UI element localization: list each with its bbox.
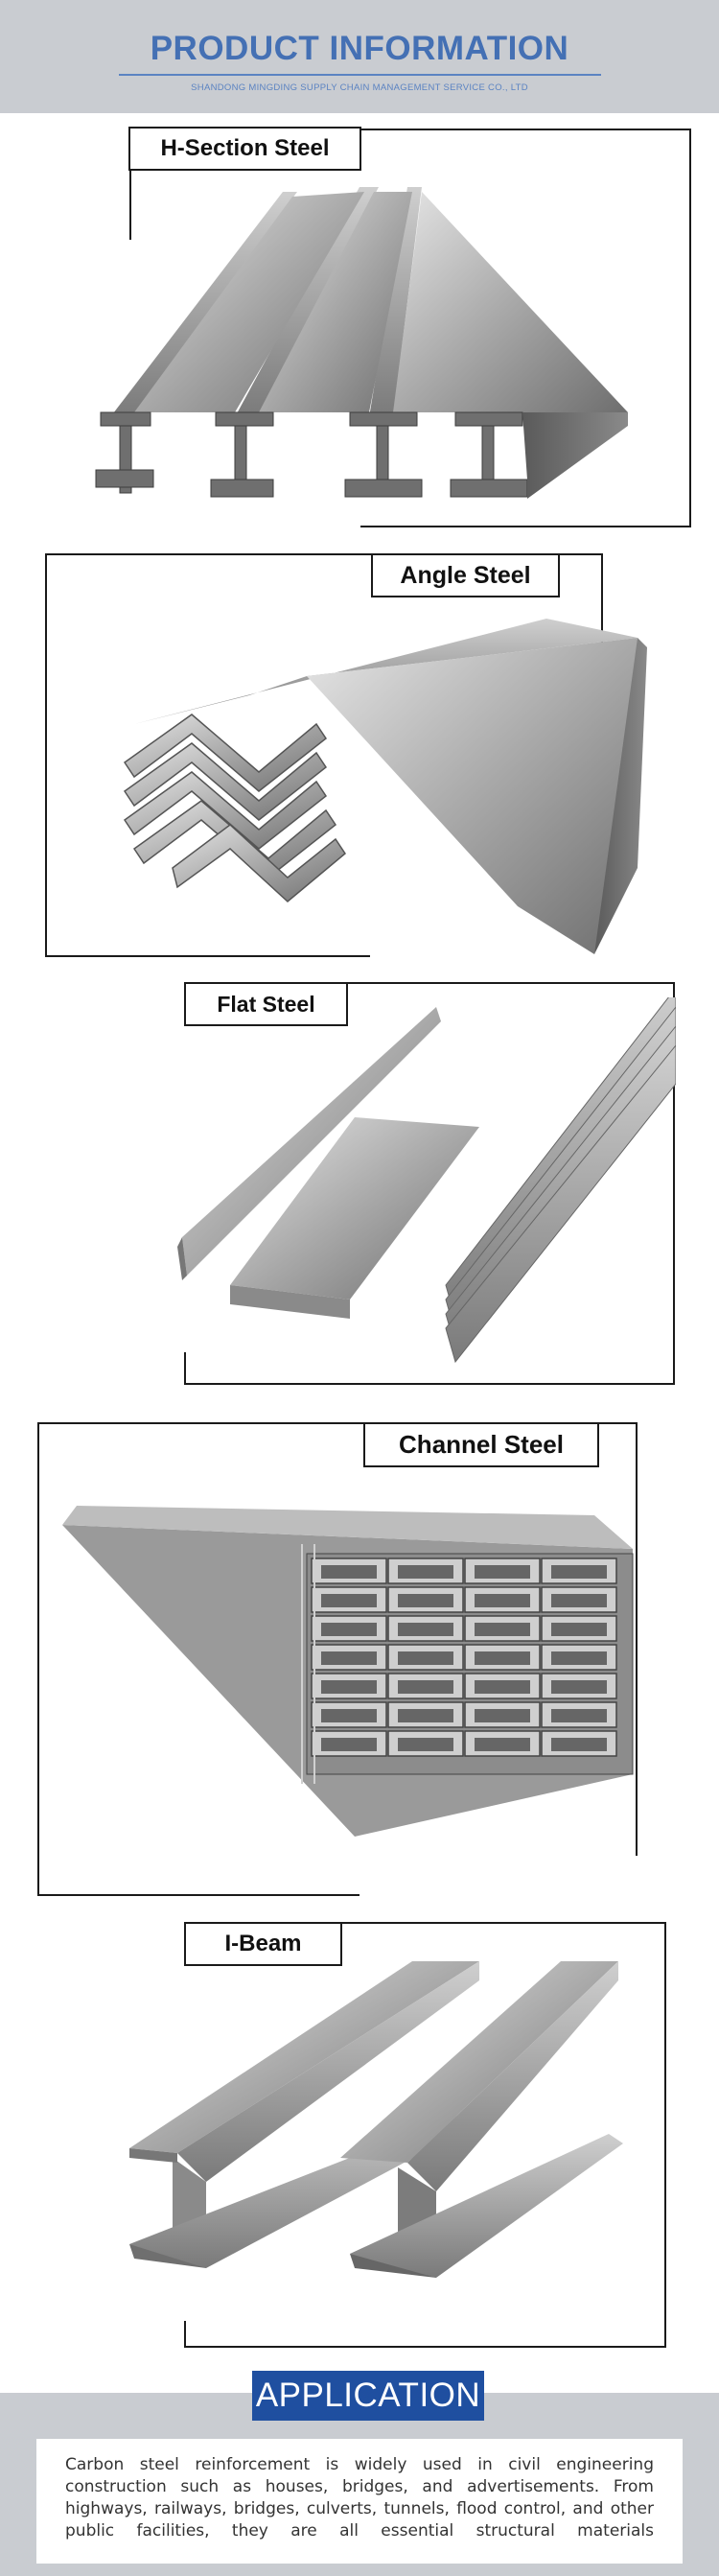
company-name: SHANDONG MINGDING SUPPLY CHAIN MANAGEMEN…: [191, 82, 528, 93]
product-frame: [37, 1422, 638, 1896]
product-label: H-Section Steel: [128, 127, 361, 171]
application-title: APPLICATION: [252, 2371, 484, 2421]
product-label: Angle Steel: [371, 553, 560, 597]
product-label: I-Beam: [184, 1922, 342, 1966]
angle-steel-image: [123, 619, 647, 954]
page-header: PRODUCT INFORMATION SHANDONG MINGDING SU…: [0, 0, 719, 113]
application-description: Carbon steel reinforcement is widely use…: [65, 2455, 654, 2541]
product-label: Flat Steel: [184, 982, 348, 1026]
product-label: Channel Steel: [363, 1422, 599, 1467]
header-divider: [119, 74, 601, 76]
h-section-steel-image: [95, 187, 628, 499]
i-beam-image: [129, 1961, 623, 2278]
application-textbox: Carbon steel reinforcement is widely use…: [36, 2439, 683, 2564]
channel-steel-image: [62, 1506, 634, 1837]
flat-steel-image: [177, 997, 676, 1364]
page-title: PRODUCT INFORMATION: [150, 30, 569, 67]
